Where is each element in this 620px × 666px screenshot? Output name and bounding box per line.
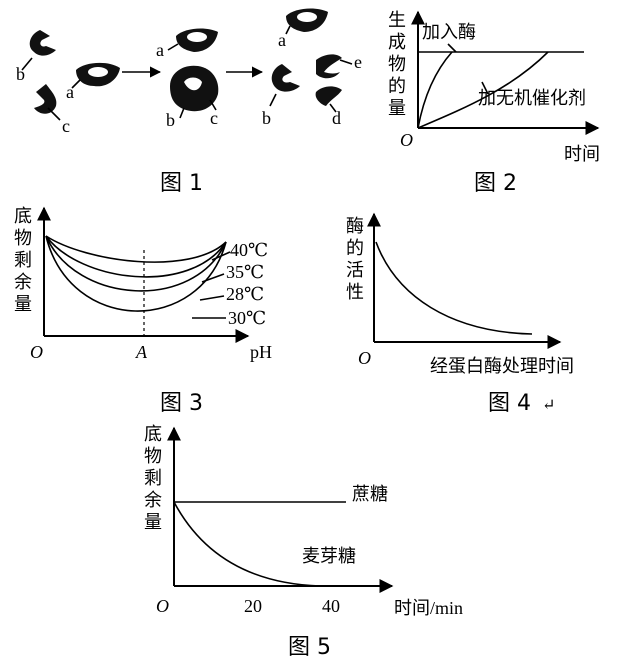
fig2-curve-inorganic: [417, 51, 549, 129]
fig1-label-c1: c: [62, 116, 70, 136]
fig3-ylabel-5: 量: [14, 294, 32, 314]
fig2-label-inorganic: 加无机催化剂: [478, 88, 586, 108]
fig1-label-b1: b: [16, 64, 25, 84]
fig1-label-a1: a: [66, 82, 74, 102]
fig5-tick-20: 20: [244, 596, 262, 616]
fig4-graph: 酶 的 活 性 O 经蛋白酶处理时间: [346, 212, 574, 376]
fig4-caption: 图 4: [488, 391, 531, 416]
fig2-leader-enzyme: [447, 43, 457, 53]
fig5-label-sucrose: 蔗糖: [352, 484, 388, 504]
fig2-ylabel-5: 量: [388, 98, 406, 118]
fig5-curve-maltose: [173, 501, 321, 587]
fig4-ylabel-1: 酶: [346, 216, 364, 236]
fig1-enzyme-model: b c a a b c a b: [16, 8, 362, 136]
fig1-label-a3: a: [278, 30, 286, 50]
fig2-curve-enzyme: [417, 51, 453, 129]
fig4-ylabel-4: 性: [346, 282, 364, 302]
fig1-complex-bc: [170, 65, 219, 112]
fig5-xlabel: 时间/min: [394, 598, 463, 618]
fig1-shape-b-right: [271, 64, 300, 92]
fig2-graph: 生 成 物 的 量 O 时间 加入酶 加无机催化剂: [388, 10, 600, 164]
fig1-label-a2: a: [156, 40, 164, 60]
fig2-ylabel-4: 的: [388, 76, 406, 96]
fig3-curve-28c: [45, 235, 227, 292]
fig1-label-b3: b: [262, 108, 271, 128]
fig3-label-40c: 40℃: [230, 240, 268, 260]
fig3-xlabel: pH: [250, 342, 272, 362]
fig2-origin: O: [400, 130, 413, 150]
fig1-product-d: [315, 86, 342, 106]
fig3-curve-40c: [45, 235, 227, 263]
fig3-label-35c: 35℃: [226, 262, 264, 282]
fig3-label-28c: 28℃: [226, 284, 264, 304]
fig5-ylabel-2: 物: [144, 446, 162, 466]
fig2-ylabel-2: 成: [388, 32, 406, 52]
fig3-ylabel-2: 物: [14, 228, 32, 248]
fig1-shape-a-left: [76, 62, 120, 87]
fig3-graph: 底 物 剩 余 量 O A pH 40℃ 35℃ 28℃ 30℃: [14, 206, 272, 362]
fig3-origin: O: [30, 342, 43, 362]
fig5-ylabel-5: 量: [144, 512, 162, 532]
fig1-shape-c-left: [34, 84, 57, 114]
fig2-label-enzyme: 加入酶: [422, 22, 476, 42]
fig1-shape-b-left: [29, 30, 56, 56]
fig5-graph: 底 物 剩 余 量 O 20 40 时间/min 蔗糖 麦芽糖: [144, 424, 463, 618]
fig4-return-mark: ↵: [542, 397, 555, 414]
fig1-label-b2: b: [166, 110, 175, 130]
fig3-curve-30c: [45, 235, 227, 312]
fig3-ylabel-4: 余: [14, 272, 32, 292]
fig3-leader-28c: [199, 295, 225, 301]
fig5-ylabel-4: 余: [144, 490, 162, 510]
fig2-ylabel-3: 物: [388, 54, 406, 74]
fig4-curve-activity: [375, 241, 533, 335]
fig2-ylabel-1: 生: [388, 10, 406, 30]
fig1-label-d: d: [332, 108, 341, 128]
fig2-xlabel: 时间: [564, 144, 600, 164]
fig5-tick-40: 40: [322, 596, 340, 616]
fig4-xlabel: 经蛋白酶处理时间: [430, 356, 574, 376]
fig2-leader-inorganic: [481, 81, 489, 95]
fig3-leader-35c: [201, 273, 225, 283]
fig1-product-e: [316, 54, 342, 79]
fig3-caption: 图 3: [160, 391, 203, 416]
fig4-ylabel-3: 活: [346, 260, 364, 280]
fig3-label-30c: 30℃: [228, 308, 266, 328]
fig4-ylabel-2: 的: [346, 238, 364, 258]
fig1-shape-a-right: [286, 8, 328, 32]
fig5-label-maltose: 麦芽糖: [302, 546, 356, 566]
fig1-label-c2: c: [210, 108, 218, 128]
fig4-origin: O: [358, 348, 371, 368]
fig3-ylabel-3: 剩: [14, 250, 32, 270]
fig1-shape-a-middle: [176, 28, 218, 52]
fig3-ylabel-1: 底: [14, 206, 32, 226]
fig5-ylabel-1: 底: [144, 424, 162, 444]
fig3-tick-A: A: [135, 342, 148, 362]
fig5-ylabel-3: 剩: [144, 468, 162, 488]
fig3-curve-35c: [45, 235, 227, 278]
fig1-caption: 图 1: [160, 171, 203, 196]
fig3-leader-40c: [211, 251, 231, 261]
fig5-origin: O: [156, 596, 169, 616]
fig5-caption: 图 5: [288, 635, 331, 660]
fig1-label-e: e: [354, 52, 362, 72]
fig2-caption: 图 2: [474, 171, 517, 196]
